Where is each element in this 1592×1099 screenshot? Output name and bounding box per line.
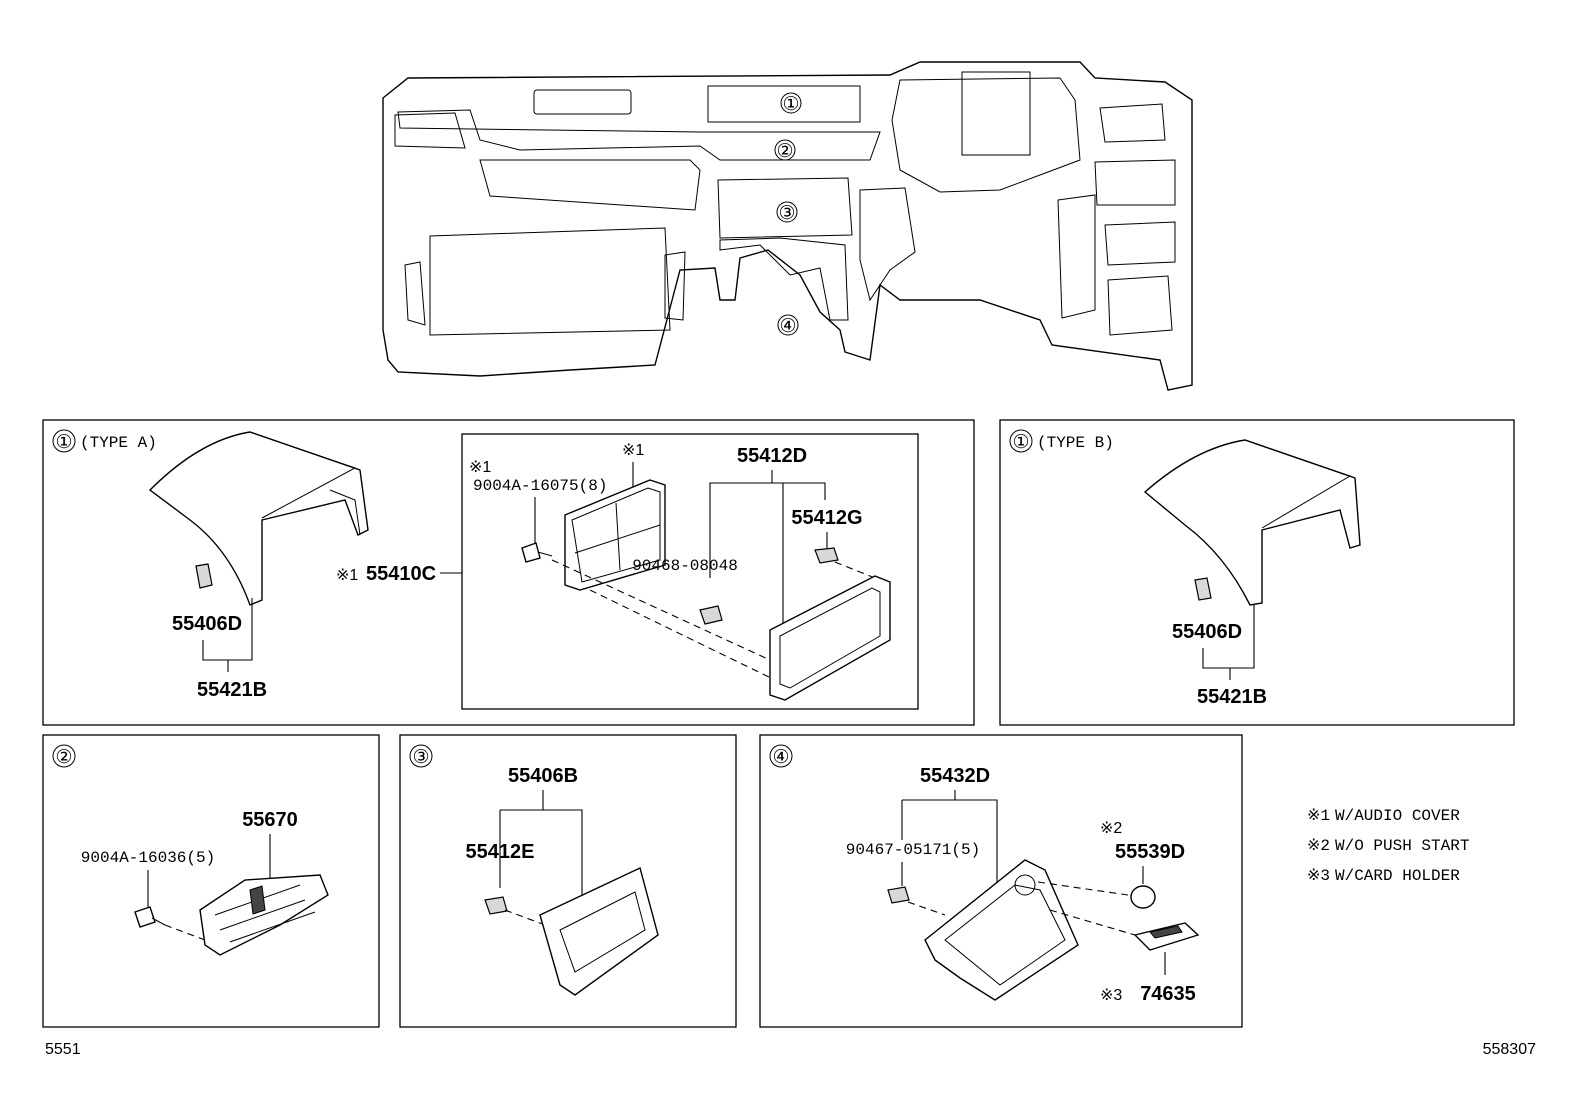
panel-1b-frame [999,419,1515,726]
instrument-panel-illustration [382,61,1193,391]
clip-55412G [814,547,839,564]
part-9004A-16075: 9004A-16075(8) [473,477,607,495]
legend-3-text: W/CARD HOLDER [1335,867,1460,885]
legend-2-text: W/O PUSH START [1335,837,1469,855]
part-55412E: 55412E [466,841,535,863]
main-callout-2-label: ② [776,140,793,162]
note-mark-cover: ※1 [622,442,644,459]
panel-3-marker: ③ [412,746,429,768]
panel-2-header: ② [52,744,76,768]
panel-4-marker: ④ [772,746,789,768]
dash-90467 [907,901,946,916]
leader-55432D [901,790,998,885]
dash-55539D [1037,881,1129,896]
legend-1-mark: ※1 [1307,807,1330,825]
note-mark-55539D: ※2 [1100,820,1122,837]
legend: ※1 W/AUDIO COVER ※2 W/O PUSH START ※3 W/… [1307,807,1469,885]
leader-55421B-b [1202,605,1255,680]
panel-4-frame [759,734,1243,1028]
leader-55406B [499,790,583,900]
retainer-90468 [699,605,723,625]
note-mark-55410C: ※1 [336,567,358,584]
part-55670: 55670 [242,809,298,831]
main-callout-3-label: ③ [778,202,795,224]
legend-1-text: W/AUDIO COVER [1335,807,1460,825]
clip-90467 [887,886,910,904]
audio-cover [564,479,666,591]
legend-2-mark: ※2 [1307,837,1330,855]
switch-55670 [199,874,329,956]
clip-55412E [484,896,508,915]
screw-2 [134,906,166,928]
note-mark-74635: ※3 [1100,987,1122,1004]
part-55539D: 55539D [1115,841,1185,863]
part-55410C: 55410C [366,563,436,585]
dash-screw [551,559,771,661]
panel-3-frame [399,734,737,1028]
card-holder-74635 [1133,922,1200,951]
main-callout-4: ④ [777,314,799,337]
panel-2-marker: ② [55,746,72,768]
panel-1b-header: ① (TYPE B) [1009,429,1114,453]
panel-1a-inner-frame [461,433,919,710]
footer-left-code: 5551 [45,1041,81,1058]
part-55412G: 55412G [791,507,862,529]
main-callout-2: ② [774,139,796,162]
part-55421B-b: 55421B [1197,686,1267,708]
part-55421B-a: 55421B [197,679,267,701]
panel-1a-header: ① (TYPE A) [52,429,157,453]
glove-box-lid-b [1143,439,1361,606]
part-90468-08048: 90468-08048 [632,557,738,575]
part-55432D: 55432D [920,765,990,787]
leader-55421B-a [202,598,253,672]
part-90467-05171: 90467-05171(5) [846,841,980,859]
panel-4-header: ④ [769,744,793,768]
footer-right-code: 558307 [1483,1041,1536,1058]
lower-panel-55432D [924,859,1079,1001]
panel-1a-marker: ① [55,431,72,453]
part-55406D-b: 55406D [1172,621,1242,643]
legend-3-mark: ※3 [1307,867,1330,885]
panel-1a-title: (TYPE A) [80,434,157,452]
dash-screw-2 [164,924,206,941]
dash-cover [589,589,776,681]
part-9004A-16036: 9004A-16036(5) [81,849,215,867]
note-55410C: ※1 55410C [336,563,462,585]
main-callout-1: ① [780,92,802,115]
part-55406D-a: 55406D [172,613,242,635]
plug-55539D [1130,885,1156,909]
screw-a [521,542,553,563]
main-callout-1-label: ① [782,93,799,115]
dash-55412E [504,909,546,926]
panel-55406B [539,867,659,996]
panel-2-frame [42,734,380,1028]
glove-box-lid-a [148,431,369,606]
dash-74635 [1049,909,1136,936]
main-callout-4-label: ④ [779,315,796,337]
part-55406B: 55406B [508,765,578,787]
panel-1b-marker: ① [1012,431,1029,453]
panel-3-header: ③ [409,744,433,768]
panel-1a-frame [42,419,975,726]
panel-1b-title: (TYPE B) [1037,434,1114,452]
part-74635: 74635 [1140,983,1196,1005]
main-callout-3: ③ [776,201,798,224]
leader-55412D [709,470,826,640]
audio-frame-55412D [769,575,891,701]
part-55412D: 55412D [737,445,807,467]
note-mark-screw-a: ※1 [469,459,491,476]
